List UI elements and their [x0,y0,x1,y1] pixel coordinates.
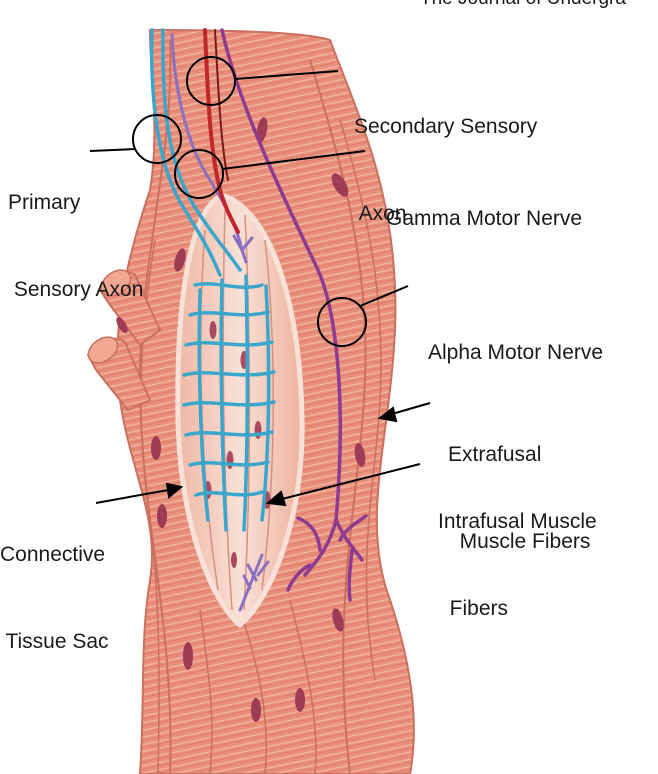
leader-primary [89,148,137,152]
label-gamma-motor-nerve: Gamma Motor Nerve [386,207,583,230]
callout-circle-secondary [186,56,236,106]
leader-alpha [359,285,409,307]
leader-secondary [234,70,339,80]
callout-circle-alpha [317,297,367,347]
primary-sensory-axon [149,28,276,532]
arrow-connective [95,489,169,504]
journal-header-text: The Journal of Undergra [420,0,626,10]
branch-fiber-lower [86,336,152,412]
arrow-extrafusal [391,402,431,415]
label-secondary-sensory-axon: Secondary Sensory Axon [354,115,538,225]
secondary-sensory-axon [203,28,240,234]
arrow-intrafusal [281,463,421,500]
pointer-arrows [95,402,431,507]
label-extrafusal-muscle-fibers: Extrafusal Muscle Fibers [448,443,591,553]
callout-circle-gamma [174,149,224,199]
callout-circle-primary [132,114,182,164]
label-intrafusal-muscle-fibers: Intrafusal Muscle Fibers [438,510,597,620]
branch-fiber-upper [98,269,162,347]
label-alpha-motor-nerve: Alpha Motor Nerve [428,341,604,364]
alpha-motor-nerve [220,28,368,602]
extrafusal-nuclei [116,117,366,722]
secondary-sensory-axon-dark [214,29,229,181]
label-primary-sensory-axon: Primary Sensory Axon [8,191,144,301]
leader-lines [89,70,409,307]
label-connective-tissue-sac: Connective Tissue Sac [0,543,109,653]
callout-circles [132,56,367,347]
leader-gamma [221,150,366,170]
